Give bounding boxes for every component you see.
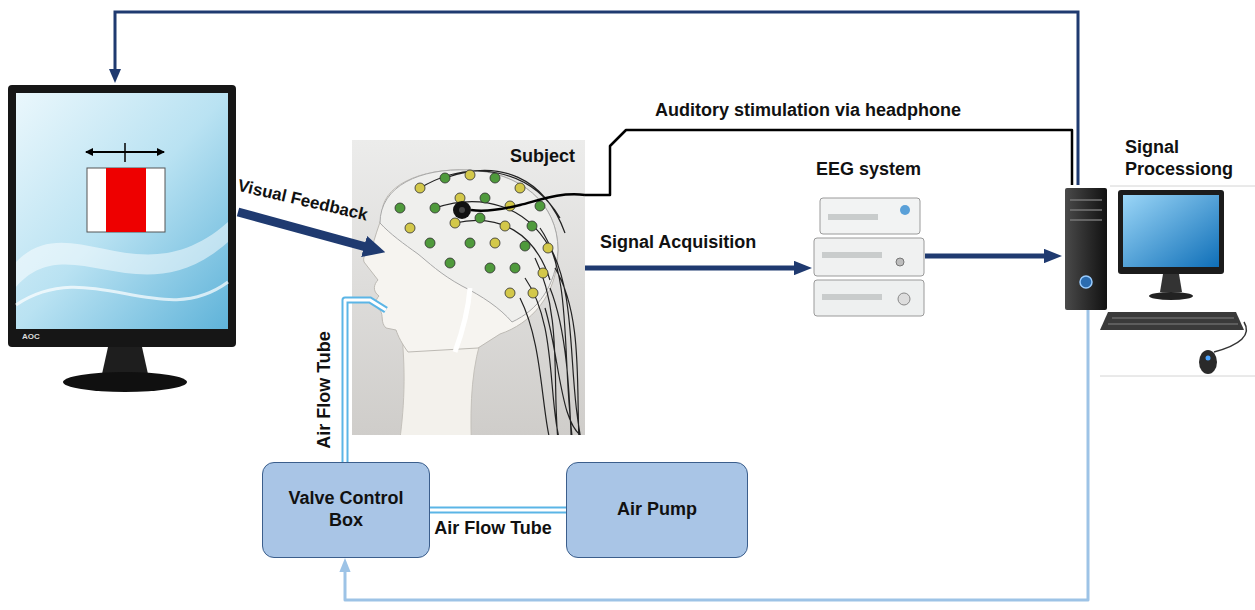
monitor-stand	[1160, 274, 1182, 292]
amplifier-knob	[896, 258, 904, 266]
electrode-wires	[420, 170, 585, 435]
panel-edge	[1100, 376, 1255, 377]
headphone	[453, 201, 471, 219]
amplifier-unit	[814, 238, 924, 276]
tube-inner	[430, 509, 566, 512]
air-tube-end-inner	[352, 300, 386, 310]
drive-bays	[1070, 200, 1102, 220]
chin-strap	[455, 288, 470, 352]
node-heading: Subject	[510, 146, 575, 168]
eeg-amplifier	[814, 198, 924, 316]
slider-tick	[124, 143, 126, 162]
connector	[345, 380, 1088, 600]
monitor-base	[63, 372, 187, 392]
headphone-center	[459, 207, 465, 213]
visual-feedback-label: Visual Feedback	[235, 176, 369, 226]
electrodes-yellow	[405, 170, 553, 298]
keyboard-keys	[1108, 318, 1238, 324]
amplifier-logo	[900, 205, 910, 215]
eeg-system-device: EEG system	[812, 195, 925, 318]
tube-outer	[345, 300, 352, 462]
air-flow-tube	[430, 510, 566, 511]
amplifier-unit	[820, 198, 920, 234]
connector	[585, 268, 803, 269]
node-heading: Signal Processiong	[1125, 137, 1245, 180]
feedback-monitor	[8, 85, 236, 392]
tube-outer	[430, 507, 566, 514]
air-flow-tube	[345, 300, 352, 462]
connector-line	[925, 254, 1053, 259]
connector-line	[345, 380, 1088, 600]
auditory-stimulation-label: Auditory stimulation via headphone	[655, 100, 961, 122]
tube-inner	[345, 300, 352, 462]
monitor-bezel	[8, 85, 236, 347]
amplifier-knob	[898, 293, 910, 305]
mannequin-head	[364, 170, 585, 435]
power-button	[1080, 276, 1092, 288]
amplifier-panel	[828, 214, 878, 220]
connector	[585, 130, 1072, 195]
mouse-light	[1206, 356, 1211, 361]
valve-control-box: Valve Control Box	[262, 462, 430, 558]
computer-monitor	[1118, 190, 1224, 274]
amplifier-panel	[822, 252, 882, 258]
computer-tower	[1065, 188, 1107, 310]
amplifier-unit	[814, 280, 924, 316]
valve-signal-stub	[1087, 310, 1090, 380]
panel-edge	[1110, 186, 1255, 187]
connector-line	[585, 130, 1072, 195]
box-label: Valve Control Box	[269, 488, 423, 531]
monitor-foot	[1149, 292, 1193, 300]
headphone-cable	[471, 194, 585, 210]
amplifier-panel	[822, 294, 882, 300]
connector-line	[585, 266, 803, 271]
mannequin-face	[364, 170, 558, 352]
computer-screen	[1123, 195, 1219, 267]
screen-swirl	[16, 282, 228, 305]
feedback-bar-red	[106, 168, 146, 232]
monitor-feedback-line	[115, 12, 1078, 185]
air-tube-end	[352, 300, 386, 310]
mouse-cable	[1214, 322, 1246, 352]
air-flow-tube-label: Air Flow Tube	[434, 518, 552, 540]
signal-processing-computer: Signal Processiong	[1062, 185, 1245, 380]
connector	[925, 256, 1053, 257]
signal-acquisition-label: Signal Acquisition	[600, 232, 756, 254]
air-pump-box: Air Pump	[566, 462, 748, 558]
air-flow-tube-label: Air Flow Tube	[314, 331, 336, 449]
node-heading: EEG system	[816, 159, 921, 181]
monitor-screen	[16, 93, 228, 329]
feedback-bar-frame	[87, 168, 165, 232]
monitor-brand: AOC	[22, 332, 40, 342]
box-label: Air Pump	[617, 499, 697, 521]
monitor-neck	[102, 347, 148, 374]
mouse	[1199, 350, 1217, 374]
subject-photo	[352, 140, 585, 435]
keyboard	[1100, 312, 1244, 330]
processing-computer	[1065, 186, 1255, 380]
subject-photo-frame: Subject	[352, 140, 585, 435]
